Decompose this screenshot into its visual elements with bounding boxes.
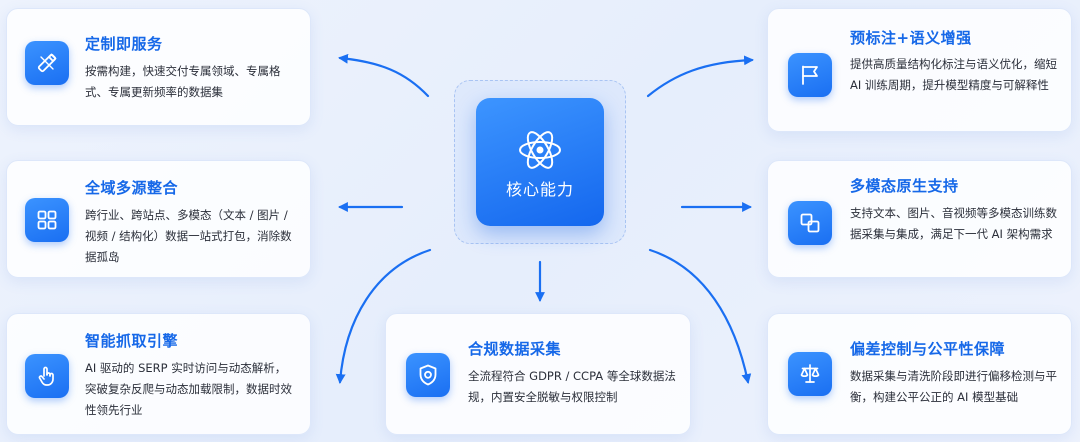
card-description: 全流程符合 GDPR / CCPA 等全球数据法规，内置安全脱敏与权限控制 — [468, 369, 676, 404]
core-label: 核心能力 — [505, 180, 574, 199]
arrow-to-annotation — [646, 55, 754, 98]
card-description: 数据采集与清洗阶段即进行偏移检测与平衡，构建公平公正的 AI 模型基础 — [850, 369, 1057, 404]
card-custom-service: 定制即服务 按需构建，快速交付专属领域、专属格式、专属更新频率的数据集 — [6, 8, 311, 126]
card-title: 智能抓取引擎 — [85, 332, 179, 350]
card-description: 跨行业、跨站点、多模态（文本 / 图片 / 视频 / 结构化）数据一站式打包，消… — [85, 208, 292, 264]
card-annotation: 预标注+语义增强 提供高质量结构化标注与语义优化，缩短 AI 训练周期，提升模型… — [767, 8, 1072, 132]
grid-icon — [25, 198, 69, 242]
card-compliance: 合规数据采集 全流程符合 GDPR / CCPA 等全球数据法规，内置安全脱敏与… — [385, 313, 691, 435]
card-crawl-engine: 智能抓取引擎 AI 驱动的 SERP 实时访问与动态解析，突破复杂反爬与动态加载… — [6, 313, 311, 435]
card-title: 偏差控制与公平性保障 — [850, 340, 1006, 358]
arrow-to-custom — [338, 53, 430, 98]
card-title: 多模态原生支持 — [850, 177, 959, 195]
card-title: 定制即服务 — [85, 35, 163, 53]
scale-icon — [788, 352, 832, 396]
card-description: 支持文本、图片、音视频等多模态训练数据采集与集成，满足下一代 AI 架构需求 — [850, 206, 1057, 241]
card-fairness: 偏差控制与公平性保障 数据采集与清洗阶段即进行偏移检测与平衡，构建公平公正的 A… — [767, 313, 1072, 435]
arrow-to-crawl — [335, 248, 432, 384]
atom-icon — [519, 131, 561, 169]
flag-icon — [788, 53, 832, 97]
card-title: 合规数据采集 — [468, 340, 562, 358]
card-multi-source: 全域多源整合 跨行业、跨站点、多模态（文本 / 图片 / 视频 / 结构化）数据… — [6, 160, 311, 278]
hand-pointer-icon — [25, 354, 69, 398]
tools-icon — [25, 41, 69, 85]
arrow-to-fairness — [648, 248, 752, 384]
card-description: 提供高质量结构化标注与语义优化，缩短 AI 训练周期，提升模型精度与可解释性 — [850, 57, 1057, 92]
card-description: AI 驱动的 SERP 实时访问与动态解析，突破复杂反爬与动态加载限制，数据时效… — [85, 361, 292, 417]
overlap-squares-icon — [788, 201, 832, 245]
card-multimodal: 多模态原生支持 支持文本、图片、音视频等多模态训练数据采集与集成，满足下一代 A… — [767, 160, 1072, 278]
card-title: 全域多源整合 — [85, 179, 179, 197]
card-description: 按需构建，快速交付专属领域、专属格式、专属更新频率的数据集 — [85, 64, 281, 99]
card-title: 预标注+语义增强 — [850, 29, 972, 47]
shield-icon — [406, 353, 450, 397]
